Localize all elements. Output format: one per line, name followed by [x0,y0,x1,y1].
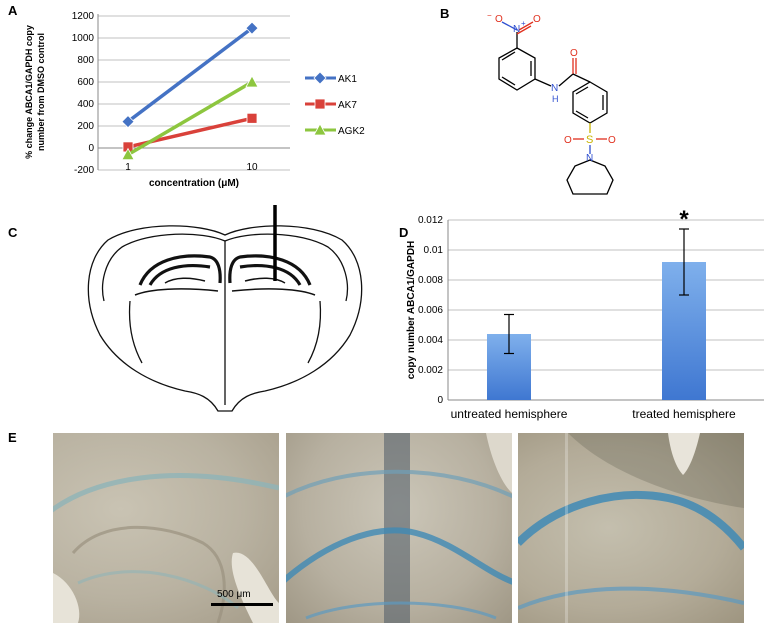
series-line-ak1 [126,26,254,123]
a-y-tick-labels: -200 0 200 400 600 800 1000 1200 [72,11,95,176]
panel-letter-d: D [399,225,409,240]
a-y-axis-label-line2: number from DMSO control [36,33,46,151]
micrograph-left: 500 μm [53,433,279,623]
brain-section-diagram [87,205,363,412]
line-chart-a: -200 0 200 400 600 800 1000 1200 1 10 AK1AK7AGK2… [24,11,365,189]
significance-asterisk: * [679,210,689,233]
panel-letter-a: A [8,3,18,18]
d-y-axis-label: copy number ABCA1/GAPDH [406,241,417,380]
d-x-tick-label: untreated hemisphere [451,407,568,421]
atom-o-minus: O [495,14,503,25]
legend-marker-ak1 [313,71,327,85]
a-x-tick-labels: 1 10 [125,162,258,173]
atom-s: S [586,134,593,146]
benzene-ring-right [572,81,608,124]
legend-marker-agk2 [313,123,327,136]
d-y-tick-label: 0.01 [424,245,444,256]
a-y-axis-label-line1: % change ABCA1/GAPDH copy [24,25,34,159]
series-point-ak1 [245,21,259,35]
azepane-ring [566,159,614,195]
atom-o-amide: O [570,48,578,59]
d-y-tick-label: 0 [437,395,443,406]
panel-letter-c: C [8,225,18,240]
a-x-tick-label: 10 [246,162,258,173]
series-line-agk2 [127,80,253,157]
atom-n-amide: N [551,83,558,94]
legend-marker-ak7 [314,98,326,110]
atom-plus: + [521,19,526,28]
d-y-tick-label: 0.004 [418,335,443,346]
series-point-ak1 [121,115,135,129]
legend-label-agk2: AGK2 [338,126,365,137]
cortex-inner-line [101,233,226,302]
a-y-tick-label: 1200 [72,11,95,22]
micrograph-right [518,433,744,623]
series-point-ak7 [246,112,258,124]
bar-chart-d: 0 0.002 0.004 0.006 0.008 0.01 0.012 * untreat… [406,210,764,421]
d-y-tick-label: 0.002 [418,365,443,376]
atom-n-nitro: N [513,24,520,35]
atom-o-sulfonyl-right: O [608,135,616,146]
a-y-tick-label: 400 [77,99,94,110]
d-bars: * [487,210,706,400]
micrograph-center [286,433,512,623]
hippocampus-left [138,254,222,286]
d-y-tick-labels: 0 0.002 0.004 0.006 0.008 0.01 0.012 [418,215,443,406]
legend-label-ak1: AK1 [338,74,357,85]
a-y-tick-label: 800 [77,55,94,66]
benzene-ring-left [498,47,536,91]
legend-label-ak7: AK7 [338,100,357,111]
series-point-agk2 [245,75,259,88]
chemical-structure: O − N + O O N H S O O N [487,11,616,195]
atom-o-nitro: O [533,14,541,25]
series-point-agk2 [121,147,135,161]
atom-minus: − [487,11,492,20]
a-y-tick-label: 200 [77,121,94,132]
panel-letter-b: B [440,6,450,21]
a-x-axis-label: concentration (μM) [149,178,239,189]
d-y-tick-label: 0.006 [418,305,443,316]
atom-h-amide: H [552,94,559,104]
scale-bar-label: 500 μm [217,589,251,600]
brain-outline [87,225,363,412]
a-series-lines [121,21,259,161]
a-y-tick-label: 600 [77,77,94,88]
atom-n-ring: N [586,153,593,164]
d-x-tick-label: treated hemisphere [632,407,736,421]
atom-o-sulfonyl-left: O [564,135,572,146]
d-y-tick-label: 0.008 [418,275,443,286]
a-y-tick-label: 0 [88,143,94,154]
scale-bar [211,603,273,606]
panel-letter-e: E [8,430,17,445]
a-y-tick-label: 1000 [72,33,95,44]
d-y-tick-label: 0.012 [418,215,443,226]
d-x-tick-labels: untreated hemisphere treated hemisphere [451,407,736,421]
a-x-tick-label: 1 [125,162,131,173]
a-y-tick-label: -200 [74,165,94,176]
